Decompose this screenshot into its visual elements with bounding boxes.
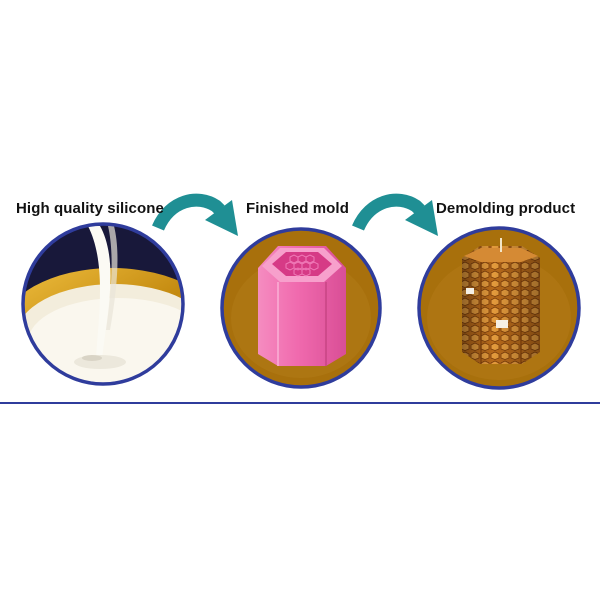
step-label-silicone: High quality silicone: [16, 200, 164, 217]
pink-mold-image: [220, 227, 382, 389]
step-label-product: Demolding product: [436, 200, 576, 217]
honeycomb-candle-image: [417, 226, 581, 390]
step-label-mold: Finished mold: [246, 200, 349, 217]
curved-arrow-icon: [152, 193, 238, 236]
curved-arrow-icon: [352, 193, 438, 236]
silicone-pour-image: [21, 222, 185, 386]
divider-line: [0, 402, 600, 404]
